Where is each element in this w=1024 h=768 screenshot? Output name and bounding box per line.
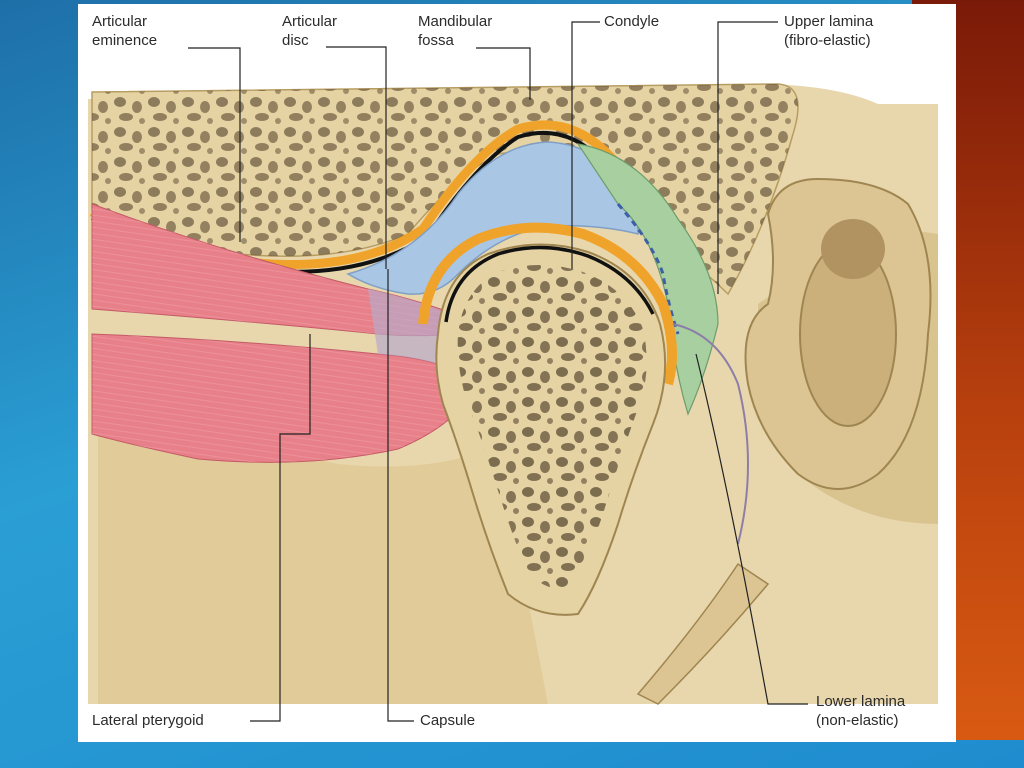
label-lower-lamina-line1: Lower lamina (816, 693, 906, 710)
condyle-cartilage (418, 222, 677, 386)
label-upper-lamina-line1: Upper lamina (784, 13, 874, 30)
leader-capsule (387, 269, 414, 722)
meatus-opening (821, 219, 885, 279)
condyle-marrow (457, 265, 647, 590)
leader-articular-eminence (188, 47, 241, 242)
label-upper-lamina: Upper lamina (fibro-elastic) (784, 12, 873, 50)
label-articular-eminence-line1: Articular (92, 13, 148, 30)
leader-lower-lamina (695, 353, 808, 705)
label-lateral-pterygoid-line1: Lateral pterygoid (92, 712, 204, 729)
label-condyle-line1: Condyle (604, 13, 660, 30)
label-upper-lamina-line2: (fibro-elastic) (784, 32, 871, 49)
label-lower-lamina-line2: (non-elastic) (816, 712, 899, 729)
label-articular-disc: Articular disc (282, 12, 337, 50)
label-mandibular-fossa-line2: fossa (418, 32, 454, 49)
label-capsule-line1: Capsule (420, 712, 476, 729)
capsule-line (672, 323, 749, 545)
styloid-process (636, 562, 770, 705)
leader-mandibular-fossa (476, 47, 531, 100)
tmj-illustration (88, 21, 938, 722)
leader-upper-lamina (717, 21, 778, 294)
leader-lines (188, 21, 808, 722)
label-mandibular-fossa: Mandibular fossa (418, 12, 492, 50)
label-condyle: Condyle (604, 12, 659, 31)
label-articular-eminence-line2: eminence (92, 32, 158, 49)
lower-synovial-line (444, 245, 655, 323)
label-mandibular-fossa-line1: Mandibular (418, 13, 493, 30)
upper-lamina-line (616, 203, 680, 335)
label-capsule: Capsule (420, 711, 475, 730)
leader-articular-disc (326, 46, 387, 269)
temporal-bone-marrow (92, 84, 798, 294)
label-lower-lamina: Lower lamina (non-elastic) (816, 692, 905, 730)
label-articular-disc-line2: disc (282, 32, 309, 49)
leader-condyle (571, 21, 600, 269)
label-articular-eminence: Articular eminence (92, 12, 157, 50)
label-articular-disc-line1: Articular (282, 13, 338, 30)
mandible-ramus (98, 404, 548, 704)
label-lateral-pterygoid: Lateral pterygoid (92, 711, 204, 730)
leader-lateral-pterygoid (250, 334, 311, 722)
tmj-diagram: Articular eminence Articular disc Mandib… (78, 4, 956, 742)
